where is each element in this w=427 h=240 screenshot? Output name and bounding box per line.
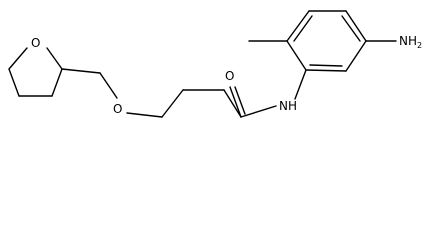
ring-bond-5: [345, 40, 367, 72]
carbonyl-double-bond-a: [229, 86, 242, 118]
bond-c3-carbonyl: [223, 89, 242, 118]
amine-subscript: 2: [417, 41, 422, 50]
bond-ring-ch2: [61, 68, 101, 74]
ring-inner-bond-b: [341, 15, 361, 42]
ring-inner-bond-a: [293, 15, 313, 42]
amine-label: NH2: [399, 34, 422, 50]
bond-c1-c2: [161, 89, 184, 118]
ring-bond-2: [286, 10, 310, 42]
benzene-ring: [286, 10, 367, 72]
ring-inner-bond-c: [309, 64, 343, 67]
ring-bond-c5-o: [8, 47, 28, 70]
bond-carbonyl-n: [240, 105, 277, 118]
amide-nh-label: NH: [279, 99, 297, 113]
amine-nh-text: NH: [399, 34, 417, 48]
ring-bond-4: [345, 10, 367, 42]
ring-bond-c2-c3: [51, 68, 63, 97]
ether-oxygen-label: O: [113, 102, 122, 116]
ring-bond-6: [305, 69, 347, 72]
bond-o-c1: [126, 112, 163, 118]
tetrahydrofuran-ring: [8, 47, 63, 97]
ring-bond-c4-c5: [8, 68, 20, 97]
carbonyl-oxygen-label: O: [225, 69, 234, 83]
bond-n-aryl: [294, 69, 307, 100]
amide-group: [229, 69, 307, 118]
alkyl-ether-chain: [61, 68, 242, 118]
carbonyl-double-bond-b: [234, 86, 246, 115]
ring-bond-1: [286, 40, 307, 71]
ring-oxygen-label: O: [31, 36, 40, 50]
ring-bond-o-c2: [46, 47, 63, 70]
bond-ch2-o: [99, 72, 118, 99]
chemical-structure: O O O NH NH2: [8, 10, 422, 118]
